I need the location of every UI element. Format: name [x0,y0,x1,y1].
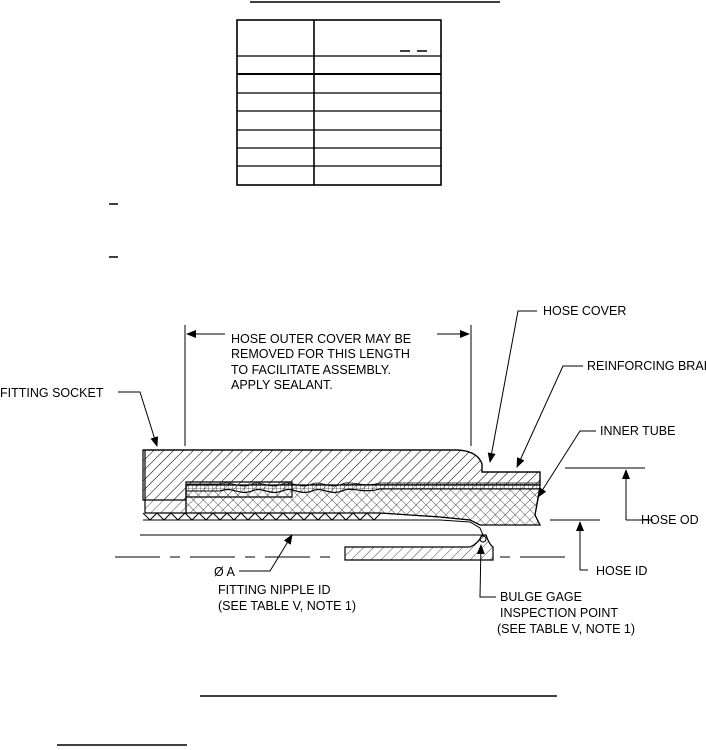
hose-id-label: HOSE ID [596,564,647,578]
cover-note-line-4: APPLY SEALANT. [231,378,333,392]
inner-tube [185,488,541,526]
hose-id-dimension [576,521,588,571]
hose-od-dimension [550,467,653,521]
fitting-nipple-id-label-2: (SEE TABLE V, NOTE 1) [218,599,356,613]
dia-a-label: Ø A [214,565,236,579]
reinforcing-braid-label: REINFORCING BRAID [587,359,706,373]
nipple-serrations [142,512,382,521]
inner-tube-label: INNER TUBE [600,424,675,438]
bulge-point-icon [479,535,487,543]
nipple-wall [140,519,484,536]
bulge-gage-label-2: INSPECTION POINT [500,606,618,620]
hose-od-label: HOSE OD [641,513,699,527]
bulge-gage-label-3: (SEE TABLE V, NOTE 1) [497,622,635,636]
hose-cover-label: HOSE COVER [543,304,626,318]
bulge-gage-label-1: BULGE GAGE [500,590,582,604]
fitting-nipple [344,534,494,561]
leaders [118,310,596,598]
socket-body [142,449,541,501]
cover-note-line-3: TO FACILITATE ASSEMBLY. [231,363,391,377]
cover-note-line-2: REMOVED FOR THIS LENGTH [231,347,410,361]
fitting-socket-label: FITTING SOCKET [0,386,104,400]
data-table [236,19,442,186]
cover-removal-dimension [184,325,472,446]
cover-note-line-1: HOSE OUTER COVER MAY BE [231,332,411,346]
fitting-nipple-id-label-1: FITTING NIPPLE ID [218,583,331,597]
